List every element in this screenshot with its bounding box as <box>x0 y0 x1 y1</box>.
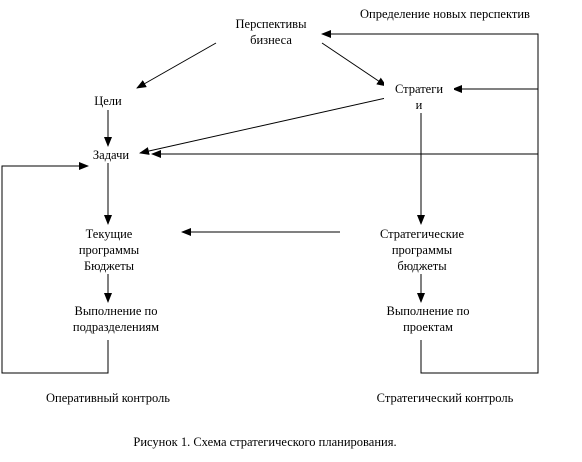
arrow-prospects-to-goals <box>136 42 217 89</box>
node-exec-departments: Выполнение по подразделениям <box>60 303 172 335</box>
node-strategic-programs: Стратегические программы бюджеты <box>364 226 480 274</box>
arrow-strategies-to-tasks <box>139 97 387 155</box>
node-tasks: Задачи <box>84 147 138 163</box>
strategic-control-loop <box>321 30 539 374</box>
node-business-prospects: Перспективы бизнеса <box>221 16 321 48</box>
figure-caption: Рисунок 1. Схема стратегического планиро… <box>133 435 397 449</box>
label-new-prospects: Определение новых перспектив <box>360 6 564 22</box>
node-exec-projects: Выполнение по проектам <box>378 303 478 335</box>
arrow-prospects-to-strategies <box>321 42 387 87</box>
label-operational-control: Оперативный контроль <box>46 391 170 405</box>
node-current-programs: Текущие программы Бюджеты <box>64 226 154 274</box>
operational-control-loop <box>1 162 109 374</box>
node-goals: Цели <box>84 93 132 109</box>
label-strategic-control: Стратегический контроль <box>376 391 514 405</box>
node-strategies: Стратеги и <box>384 81 454 113</box>
